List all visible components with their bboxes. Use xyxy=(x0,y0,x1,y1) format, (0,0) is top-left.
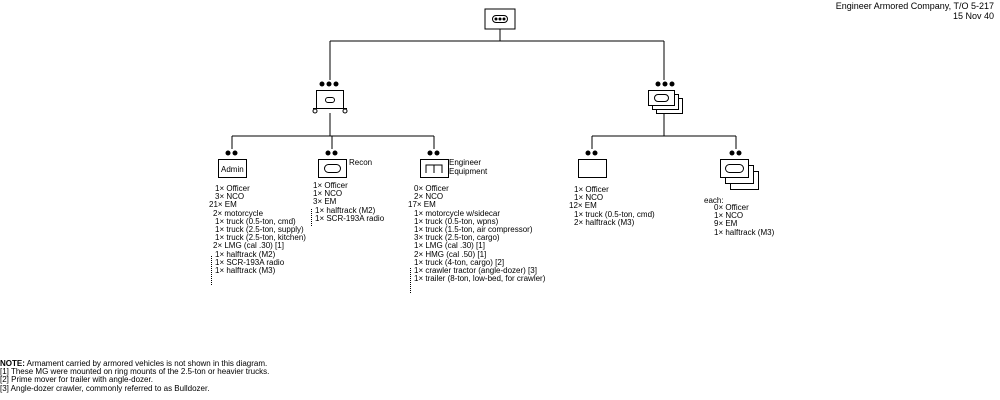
list-item: 1× halftrack (M2) xyxy=(315,205,376,215)
list-item: 1× NCO xyxy=(714,211,744,221)
list-item: 1× truck (0.5-ton, cmd) xyxy=(574,209,655,219)
list-item: 1× halftrack (M3) xyxy=(215,265,276,275)
title-line-1: Engineer Armored Company, T/O 5-217 xyxy=(835,1,994,11)
admin-label: Admin xyxy=(221,165,244,174)
list-item: 1× Officer xyxy=(574,185,609,194)
list-item: 2× motorcycle xyxy=(213,208,264,218)
admin-section-symbol xyxy=(218,150,247,178)
company-symbol xyxy=(484,8,516,30)
list-item: 2× HMG (cal .50) [1] xyxy=(414,249,487,259)
list-item: 2× halftrack (M3) xyxy=(574,217,635,227)
command-personnel-list: 1× Officer 1× NCO 12× EM 1× truck (0.5-t… xyxy=(569,185,655,227)
list-item: 0× Officer xyxy=(714,203,749,212)
list-item: 1× SCR-193A radio xyxy=(315,213,385,223)
list-item: 1× trailer (8-ton, low-bed, for crawler) xyxy=(414,274,546,284)
list-item: 1× Officer xyxy=(313,181,348,190)
footnote-1: [1] These MG were mounted on ring mounts… xyxy=(0,367,270,377)
admin-personnel-list: 1× Officer 3× NCO 21× EM 2× motorcycle 1… xyxy=(209,184,306,275)
list-item: 1× halftrack (M2) xyxy=(215,249,276,259)
list-item: 2× NCO xyxy=(414,192,444,202)
list-item: 0× Officer xyxy=(414,184,449,193)
list-item: 3× NCO xyxy=(215,192,245,202)
equipment-label: Engineer Equipment xyxy=(449,158,487,176)
list-item: 1× Officer xyxy=(215,184,250,193)
list-item: 1× truck (2.5-ton, kitchen) xyxy=(215,233,306,243)
chart-title: Engineer Armored Company, T/O 5-217 15 N… xyxy=(836,1,994,21)
equipment-label-line2: Equipment xyxy=(449,167,488,176)
list-item: 1× truck (0.5-ton, cmd) xyxy=(215,216,296,226)
list-item: 1× NCO xyxy=(574,193,604,203)
armored-section-personnel-list: 0× Officer 1× NCO 9× EM 1× halftrack (M3… xyxy=(714,203,775,237)
list-item: 2× LMG (cal .30) [1] xyxy=(213,241,284,251)
list-item: 1× crawler tractor (angle-dozer) [3] xyxy=(414,265,537,275)
recon-label: Recon xyxy=(349,158,373,167)
list-item: 1× halftrack (M3) xyxy=(714,227,775,237)
title-line-2: 15 Nov 40 xyxy=(952,11,994,21)
footnote-3: [3] Angle-dozer crawler, commonly referr… xyxy=(0,383,210,393)
list-item: 1× truck (1.5-ton, air compressor) xyxy=(414,224,533,234)
list-item: 12× EM xyxy=(569,201,597,211)
equipment-personnel-list: 0× Officer 2× NCO 17× EM 1× motorcycle w… xyxy=(408,184,546,284)
equipment-label-line1: Engineer xyxy=(449,158,482,167)
list-item: 3× EM xyxy=(313,197,337,207)
list-item: 21× EM xyxy=(209,200,237,210)
note-text: Armament carried by armored vehicles is … xyxy=(24,359,268,368)
command-section-symbol xyxy=(578,150,607,178)
note-head: NOTE: xyxy=(0,359,25,368)
list-item: 1× motorcycle w/sidecar xyxy=(414,208,501,218)
list-item: 9× EM xyxy=(714,219,738,229)
list-item: 1× truck (0.5-ton, wpns) xyxy=(414,216,499,226)
recon-personnel-list: 1× Officer 1× NCO 3× EM 1× halftrack (M2… xyxy=(313,181,385,223)
hq-platoon-symbol xyxy=(312,81,348,114)
list-item: 1× truck (4-ton, cargo) [2] xyxy=(414,257,505,267)
note-main: NOTE: Armament carried by armored vehicl… xyxy=(0,359,269,368)
recon-section-symbol xyxy=(318,150,347,178)
list-item: 1× truck (2.5-ton, supply) xyxy=(215,224,304,234)
list-item: 1× SCR-193A radio xyxy=(215,257,285,267)
list-item: 17× EM xyxy=(408,200,436,210)
list-item: 1× LMG (cal .30) [1] xyxy=(414,241,485,251)
footnote-2: [2] Prime mover for trailer with angle-d… xyxy=(0,375,153,385)
footnotes: NOTE: Armament carried by armored vehicl… xyxy=(0,359,270,393)
list-item: 3× truck (2.5-ton, cargo) xyxy=(414,233,500,243)
armored-sections-symbol xyxy=(720,150,759,190)
each-label: each: xyxy=(704,196,724,205)
armored-platoon-symbol xyxy=(648,81,683,114)
list-item: 1× NCO xyxy=(313,189,343,199)
equipment-section-symbol xyxy=(420,150,449,178)
